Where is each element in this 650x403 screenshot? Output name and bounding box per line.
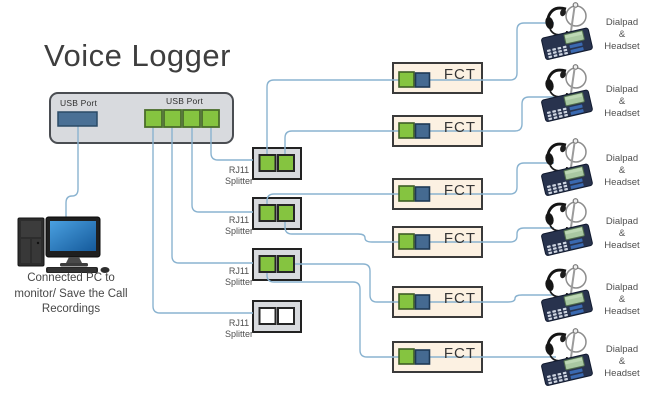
pc-mouse: [100, 267, 110, 273]
cables: [65, 22, 556, 358]
cable-splitter2-to-fct3: [266, 193, 482, 205]
splitter3-label: RJ11 Splitter: [224, 266, 253, 287]
splitter3-port-right: [277, 255, 295, 273]
splitter1-port-right: [277, 154, 295, 172]
splitter4-port-left: [258, 307, 277, 325]
fct5-port-green: [398, 293, 415, 310]
usb-port-green-4: [201, 109, 220, 128]
splitter2-port-right: [277, 204, 295, 222]
cable-splitter3-to-fct5: [285, 263, 482, 303]
phone6-label: Dialpad & Headset: [604, 344, 640, 379]
cable-usb4-to-splitter1: [210, 127, 253, 161]
usb-port-blue: [57, 111, 98, 127]
splitter3-port-left: [258, 255, 277, 273]
splitter4-port-right: [277, 307, 295, 325]
fct2-label: FCT: [443, 119, 476, 136]
fct3-label: FCT: [443, 182, 476, 199]
fct1-port-blue: [414, 72, 431, 88]
phone3-label: Dialpad & Headset: [604, 153, 640, 188]
cable-fct4-to-phone4: [482, 227, 554, 243]
splitter-ports: [258, 154, 295, 325]
pc-screen: [50, 221, 96, 251]
fct4-port-blue: [414, 234, 431, 250]
fct-ports: [398, 71, 431, 365]
cable-usb3-to-splitter2: [191, 127, 253, 213]
pc-icon: [17, 216, 110, 273]
splitter2-port-left: [258, 204, 277, 222]
cable-splitter3-to-fct6: [266, 272, 482, 358]
page-title: Voice Logger: [44, 38, 231, 73]
fct6-label: FCT: [443, 345, 476, 362]
usb-ports-green: [144, 109, 220, 128]
dialpad-headset-icon-3: [539, 137, 595, 198]
pc-keyboard: [46, 267, 98, 273]
fct6-port-blue: [414, 349, 431, 365]
fct4-label: FCT: [443, 230, 476, 247]
cable-splitter1-to-fct1: [266, 79, 482, 155]
usb-port-right-label: USB Port: [166, 96, 204, 106]
cable-usb-to-pc: [65, 126, 79, 218]
usb-port-green-2: [163, 109, 182, 128]
usb-port-green-3: [182, 109, 201, 128]
fct1-port-green: [398, 71, 415, 88]
phone2-label: Dialpad & Headset: [604, 84, 640, 119]
cable-usb1-to-splitter4: [152, 127, 253, 314]
phone5-label: Dialpad & Headset: [604, 282, 640, 317]
phone4-label: Dialpad & Headset: [604, 216, 640, 251]
voice-logger-box: [49, 92, 234, 144]
pc-caption: Connected PC to monitor/ Save the Call R…: [14, 272, 128, 315]
cable-splitter1-to-fct2: [284, 130, 482, 155]
cable-fct2-to-phone2: [482, 96, 554, 132]
splitter2-label: RJ11 Splitter: [224, 215, 253, 236]
dialpad-headset-icon-5: [539, 263, 595, 324]
dialpad-headset-icon-1: [539, 1, 595, 62]
dialpad-headset-icon-4: [539, 197, 595, 258]
rj11-splitter-boxes: [252, 147, 302, 333]
cable-fct1-to-phone1: [482, 22, 554, 81]
fct-boxes: [392, 62, 483, 373]
dialpad-headset-icon-2: [539, 63, 595, 124]
cable-usb2-to-splitter3: [171, 127, 253, 264]
splitter1-label: RJ11 Splitter: [224, 165, 253, 186]
cable-fct5-to-phone5: [482, 294, 554, 303]
fct5-port-blue: [414, 294, 431, 310]
fct3-port-green: [398, 185, 415, 202]
usb-port-green-1: [144, 109, 163, 128]
fct1-label: FCT: [443, 66, 476, 83]
fct2-port-green: [398, 122, 415, 139]
fct3-port-blue: [414, 186, 431, 202]
cable-fct3-to-phone3: [482, 162, 554, 195]
fct4-port-green: [398, 233, 415, 250]
splitter1-port-left: [258, 154, 277, 172]
fct2-port-blue: [414, 123, 431, 139]
phone1-label: Dialpad & Headset: [604, 17, 640, 52]
usb-port-left-label: USB Port: [60, 98, 98, 108]
splitter4-label: RJ11 Splitter: [224, 318, 253, 339]
cable-splitter2-to-fct4: [284, 221, 482, 243]
fct5-label: FCT: [443, 290, 476, 307]
fct6-port-green: [398, 348, 415, 365]
